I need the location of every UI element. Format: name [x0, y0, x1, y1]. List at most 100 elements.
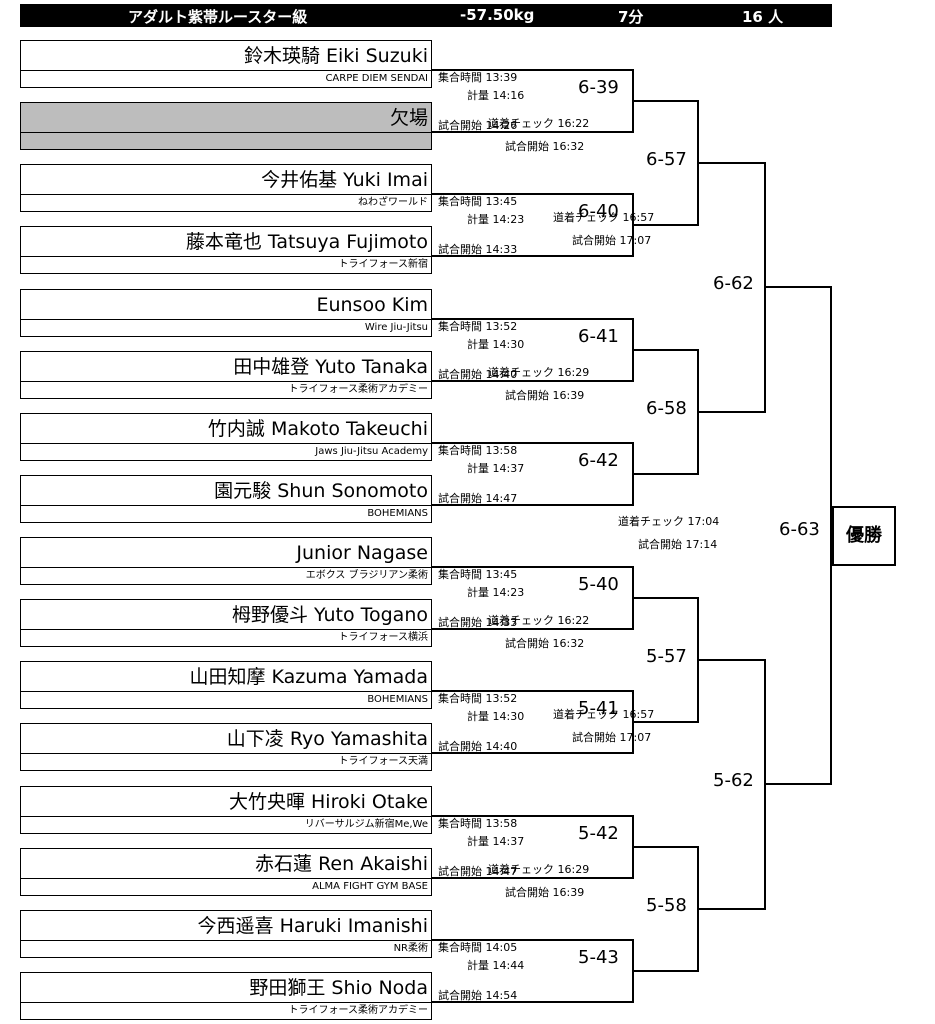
round2-line: [632, 100, 699, 103]
assembly-time: 集合時間 13:45: [438, 195, 518, 209]
competitor-name: 栂野優斗 Yuto Togano: [232, 604, 428, 627]
match-start-time: 試合開始 14:40: [438, 740, 518, 754]
competitor-divider: [21, 753, 431, 755]
weigh-in-time: 計量 14:37: [467, 834, 525, 848]
round1-line: [432, 1000, 634, 1003]
assembly-time: 集合時間 13:52: [438, 692, 518, 706]
round2-line: [632, 472, 699, 475]
competitor-absent: 欠場: [20, 102, 432, 151]
competitor-divider: [21, 629, 431, 631]
gi-check-time: 道着チェック 16:29: [488, 365, 590, 379]
competitor-team: ALMA FIGHT GYM BASE: [312, 880, 428, 892]
assembly-time: 集合時間 13:39: [438, 71, 518, 84]
round1-line: [432, 441, 634, 444]
competitor-divider: [21, 442, 431, 444]
assembly-time: 集合時間 14:05: [438, 940, 518, 954]
competitor-name: 山下凌 Ryo Yamashita: [226, 728, 428, 751]
round1-line: [432, 938, 634, 941]
competitor-team: Jaws Jiu-Jitsu Academy: [315, 445, 428, 457]
round2-line: [632, 845, 699, 848]
competitor-name: 園元駿 Shun Sonomoto: [214, 479, 428, 502]
match-start-time: 試合開始 17:14: [638, 538, 718, 552]
round1-line: [432, 566, 634, 569]
final-line: [764, 783, 832, 786]
gi-check-time: 道着チェック 16:57: [553, 211, 655, 225]
match-start-time: 試合開始 16:39: [505, 388, 585, 402]
competitor-team: Wire Jiu-Jitsu: [364, 321, 428, 333]
competitor-name: 藤本竜也 Tatsuya Fujimoto: [185, 231, 428, 254]
round3-line: [697, 907, 766, 910]
round1-line: [432, 379, 634, 382]
competitor-divider: [21, 380, 431, 382]
match-number: 5-42: [578, 822, 619, 844]
competitor-team: エボクス ブラジリアン柔術: [305, 570, 428, 582]
competitor-divider: [21, 815, 431, 817]
competitor-divider: [21, 567, 431, 569]
competitor-team: BOHEMIANS: [367, 507, 428, 519]
competitor-divider: [21, 132, 431, 134]
weigh-in-time: 計量 14:23: [467, 213, 525, 227]
match-start-time: 試合開始 14:33: [438, 243, 518, 257]
match-start-time: 試合開始 17:07: [572, 731, 652, 745]
final-line: [764, 286, 832, 289]
competitor-divider: [21, 939, 431, 941]
match-number: 6-41: [578, 325, 619, 347]
match-number: 6-58: [646, 397, 687, 419]
match-start-time: 試合開始 14:47: [438, 864, 518, 878]
match-number: 6-39: [578, 77, 619, 99]
round1-line: [432, 876, 634, 879]
weight-class: -57.50kg: [460, 6, 535, 24]
competitor-name: 野田獅王 Shio Noda: [249, 976, 428, 999]
division-title: アダルト紫帯ルースター級: [128, 8, 308, 26]
competitor-divider: [21, 318, 431, 320]
assembly-time: 集合時間 13:45: [438, 568, 518, 582]
match-number: 6-62: [713, 273, 754, 295]
assembly-time: 集合時間 13:58: [438, 443, 518, 457]
competitor-team: トライフォース新宿: [338, 259, 429, 271]
weigh-in-time: 計量 14:30: [467, 337, 525, 351]
competitor-divider: [21, 70, 431, 71]
round2-line: [632, 597, 699, 600]
competitor-box: 山下凌 Ryo Yamashita トライフォース天満: [20, 723, 432, 772]
round1-line: [432, 752, 634, 755]
match-number: 6-57: [646, 149, 687, 171]
round1-line: [432, 814, 634, 817]
match-start-time: 試合開始 17:07: [572, 234, 652, 248]
round1-line: [432, 503, 634, 506]
competitor-divider: [21, 1001, 431, 1003]
competitor-divider: [21, 256, 431, 258]
competitor-divider: [21, 504, 431, 506]
match-start-time: 試合開始 14:54: [438, 988, 518, 1002]
round1-line: [432, 193, 634, 196]
match-start-time: 試合開始 14:47: [438, 491, 518, 505]
match-number: 5-43: [578, 946, 619, 968]
round2-line: [632, 348, 699, 351]
round3-line: [697, 659, 766, 662]
round2-line: [632, 721, 699, 724]
match-start-time: 試合開始 14:26: [438, 119, 518, 133]
round2-line: [632, 224, 699, 227]
competitor-team: トライフォース天満: [338, 756, 429, 768]
match-number: 5-58: [646, 894, 687, 916]
gi-check-time: 道着チェック 16:22: [488, 614, 590, 628]
gi-check-time: 道着チェック 17:04: [618, 515, 720, 529]
competitor-name: 今西遥喜 Haruki Imanishi: [197, 914, 428, 937]
round3-line: [697, 162, 766, 165]
match-number: 6-40: [578, 201, 619, 223]
competitor-name: Eunsoo Kim: [316, 293, 428, 316]
competitor-name: 竹内誠 Makoto Takeuchi: [207, 417, 428, 440]
weigh-in-time: 計量 14:37: [467, 461, 525, 475]
round1-line: [432, 255, 634, 258]
gi-check-time: 道着チェック 16:29: [488, 862, 590, 876]
